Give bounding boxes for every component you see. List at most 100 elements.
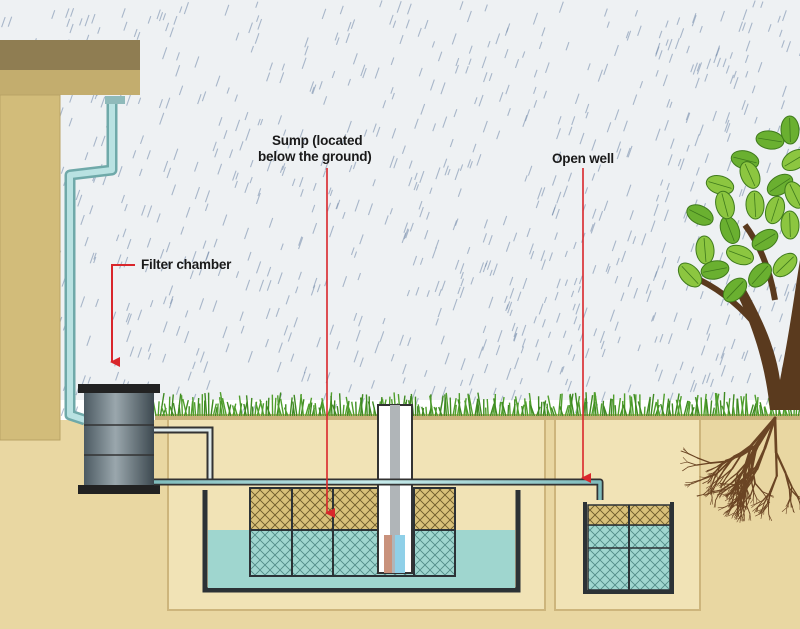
raindrop <box>255 192 261 205</box>
raindrop <box>452 220 458 231</box>
leaf <box>739 161 761 189</box>
raindrop <box>591 139 597 151</box>
raindrop <box>312 277 318 289</box>
raindrop <box>592 264 597 274</box>
raindrop <box>244 227 249 240</box>
grass-blade <box>463 398 467 417</box>
raindrop <box>777 125 781 133</box>
raindrop <box>389 14 394 25</box>
grass-blade <box>293 394 298 417</box>
raindrop <box>301 371 306 382</box>
grass-blade <box>417 404 421 417</box>
grass-blade <box>726 401 731 417</box>
root-branch <box>754 507 758 514</box>
raindrop <box>590 222 596 234</box>
raindrop <box>435 239 440 249</box>
root-branch <box>696 494 704 497</box>
raindrop <box>399 334 404 346</box>
sump-filter-mesh-top <box>249 487 456 531</box>
raindrop <box>663 209 669 222</box>
raindrop <box>650 220 656 233</box>
raindrop <box>298 271 302 280</box>
raindrop <box>124 203 128 212</box>
root-branch <box>737 510 740 517</box>
root-branch <box>710 489 722 493</box>
raindrop <box>126 238 132 250</box>
raindrop <box>352 161 357 170</box>
raindrop <box>306 373 311 382</box>
raindrop <box>521 338 526 348</box>
grass-blade <box>610 398 613 417</box>
grass-blade <box>550 407 555 417</box>
raindrop <box>429 187 433 195</box>
raindrop <box>792 283 797 292</box>
root-branch <box>717 506 726 509</box>
root-branch <box>713 499 716 508</box>
raindrop <box>725 122 731 134</box>
raindrop <box>700 345 706 356</box>
raindrop <box>80 296 86 308</box>
raindrop <box>646 290 652 303</box>
root-branch <box>773 416 778 454</box>
raindrop <box>412 255 418 266</box>
raindrop <box>158 12 164 22</box>
raindrop <box>695 167 700 176</box>
grass-blade <box>425 406 428 417</box>
root-branch <box>724 508 730 513</box>
root-branch <box>710 487 713 499</box>
raindrop <box>122 228 127 238</box>
raindrop <box>324 161 329 171</box>
raindrop <box>620 292 625 302</box>
raindrop <box>311 86 315 94</box>
raindrop <box>672 373 678 385</box>
raindrop <box>634 10 639 17</box>
raindrop <box>555 208 560 220</box>
raindrop <box>522 51 526 58</box>
grass-blade <box>338 393 342 417</box>
root-branch <box>715 460 731 476</box>
hand-pump <box>377 404 413 574</box>
raindrop <box>372 179 376 187</box>
raindrop <box>543 296 548 304</box>
raindrop <box>320 155 326 167</box>
raindrop <box>606 122 612 133</box>
raindrop <box>686 45 690 54</box>
raindrop <box>664 120 669 131</box>
root-branch <box>715 481 721 486</box>
raindrop <box>156 213 161 223</box>
raindrop <box>626 184 632 197</box>
grass-blade <box>687 401 691 417</box>
raindrop <box>93 136 98 147</box>
root-branch <box>762 502 769 510</box>
grass-blade <box>467 393 472 417</box>
raindrop <box>420 103 426 115</box>
grass-blade <box>314 403 318 417</box>
grass-blade <box>683 400 689 417</box>
grass-blade <box>445 392 450 417</box>
raindrop <box>782 10 787 22</box>
raindrop <box>744 54 749 64</box>
raindrop <box>204 190 211 203</box>
root-branch <box>722 476 727 484</box>
raindrop <box>168 298 174 309</box>
grass-blade <box>593 392 596 417</box>
raindrop <box>234 94 238 102</box>
raindrop <box>668 53 674 63</box>
raindrop <box>559 366 564 375</box>
root-branch <box>680 461 688 464</box>
raindrop <box>562 330 567 338</box>
raindrop <box>169 295 174 305</box>
raindrop <box>701 374 707 385</box>
raindrop <box>725 274 731 285</box>
grass-blade <box>675 399 681 417</box>
raindrop <box>519 377 523 385</box>
raindrop <box>511 389 516 401</box>
raindrop <box>609 309 616 322</box>
raindrop <box>460 358 466 371</box>
leaf <box>715 190 735 220</box>
grass-blade <box>318 407 322 417</box>
raindrop <box>312 84 317 95</box>
raindrop <box>426 290 430 297</box>
raindrop <box>390 87 394 94</box>
raindrop <box>299 176 304 188</box>
